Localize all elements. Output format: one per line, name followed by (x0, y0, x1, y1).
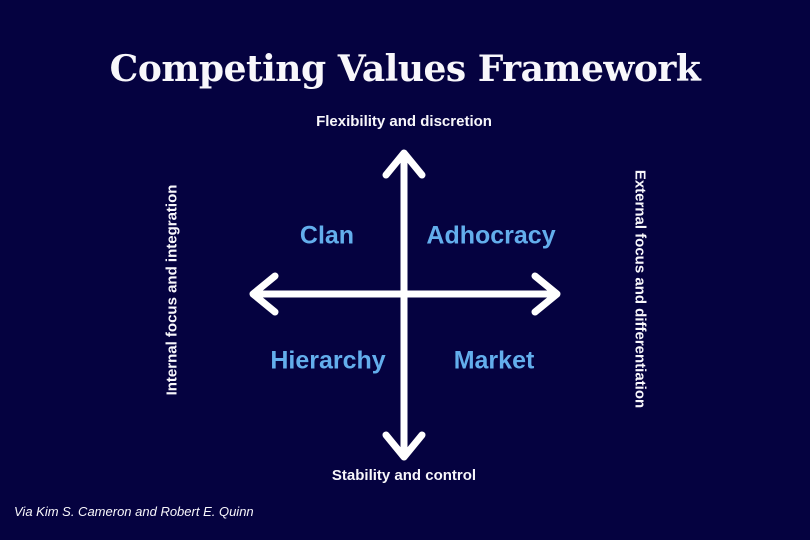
quadrant-label-adhocracy: Adhocracy (426, 221, 556, 250)
attribution-text: Via Kim S. Cameron and Robert E. Quinn (14, 504, 254, 519)
arrowhead-left-icon (249, 272, 279, 316)
axis-label-top: Flexibility and discretion (316, 113, 492, 130)
horizontal-axis-arrow (249, 272, 561, 316)
quadrant-label-market: Market (453, 346, 535, 375)
axis-label-bottom: Stability and control (331, 467, 477, 484)
quadrant-label-hierarchy: Hierarchy (270, 346, 386, 375)
diagram-title: Competing Values Framework (109, 48, 701, 90)
arrowhead-down-icon (382, 431, 426, 461)
vertical-axis-arrow (382, 149, 426, 461)
arrowhead-up-icon (382, 149, 426, 179)
arrowhead-right-icon (531, 272, 561, 316)
quadrant-label-clan: Clan (299, 221, 355, 250)
